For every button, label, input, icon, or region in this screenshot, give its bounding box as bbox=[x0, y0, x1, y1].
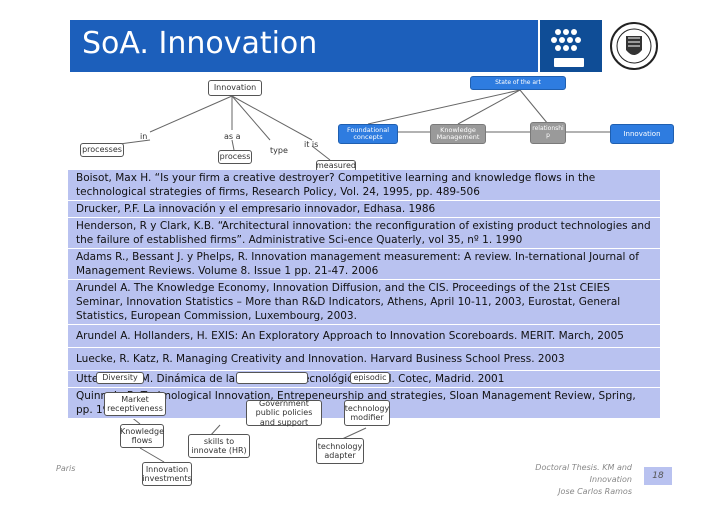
node-innovation: Innovation bbox=[610, 124, 674, 144]
seal-icon bbox=[610, 22, 658, 70]
slide-title: SoA. Innovation bbox=[82, 26, 318, 61]
reference-item: Drucker, P.F. La innovación y el empresa… bbox=[68, 201, 660, 218]
upc-logo bbox=[540, 20, 602, 72]
reference-item: Arundel A. Hollanders, H. EXIS: An Explo… bbox=[68, 325, 660, 348]
node-market-receptiveness: Market receptiveness bbox=[104, 392, 166, 416]
footer-author: Jose Carlos Ramos bbox=[558, 487, 632, 496]
university-seal-logo bbox=[604, 20, 664, 72]
node-innovation-root: Innovation bbox=[208, 80, 262, 96]
references-list: Boisot, Max H. “Is your firm a creative … bbox=[68, 170, 660, 419]
node-skills-to-innovate: skills to innovate (HR) bbox=[188, 434, 250, 458]
node-government-policies: Government public policies and support bbox=[246, 399, 322, 427]
node-innovation-investments: Innovation investments bbox=[142, 462, 192, 486]
node-relationship: relationshi p bbox=[530, 122, 566, 144]
node-diversity: Diversity bbox=[96, 372, 144, 384]
link-label-as-a: as a bbox=[224, 132, 241, 141]
reference-item: Adams R., Bessant J. y Phelps, R. Innova… bbox=[68, 249, 660, 280]
node-episodic: episodic bbox=[350, 372, 390, 384]
reference-item: Luecke, R. Katz, R. Managing Creativity … bbox=[68, 348, 660, 371]
link-label-it-is: it is bbox=[304, 140, 319, 149]
node-knowledge-flows: Knowledge flows bbox=[120, 424, 164, 448]
footer-location: Paris bbox=[56, 464, 76, 473]
node-foundational-concepts: Foundational concepts bbox=[338, 124, 398, 144]
node-hidden-top bbox=[236, 372, 308, 384]
link-label-in: in bbox=[140, 132, 148, 141]
link-label-type: type bbox=[270, 146, 288, 155]
footer-thesis-info: Doctoral Thesis. KM and Innovation Jose … bbox=[500, 462, 632, 498]
node-knowledge-management: Knowledge Management bbox=[430, 124, 486, 144]
reference-item: Arundel A. The Knowledge Economy, Innova… bbox=[68, 280, 660, 325]
reference-item: Henderson, R y Clark, K.B. “Architectura… bbox=[68, 218, 660, 249]
node-technology-modifier: technology modifier bbox=[344, 400, 390, 426]
upc-logo-icon bbox=[551, 29, 584, 67]
footer-thesis-title: Doctoral Thesis. KM and Innovation bbox=[535, 463, 632, 484]
node-process: process bbox=[218, 150, 252, 164]
node-state-of-art: State of the art bbox=[470, 76, 566, 90]
title-bar: SoA. Innovation bbox=[70, 20, 538, 72]
reference-item: Boisot, Max H. “Is your firm a creative … bbox=[68, 170, 660, 201]
page-number: 18 bbox=[644, 467, 672, 485]
node-processes: processes bbox=[80, 143, 124, 157]
node-technology-adapter: technology adapter bbox=[316, 438, 364, 464]
